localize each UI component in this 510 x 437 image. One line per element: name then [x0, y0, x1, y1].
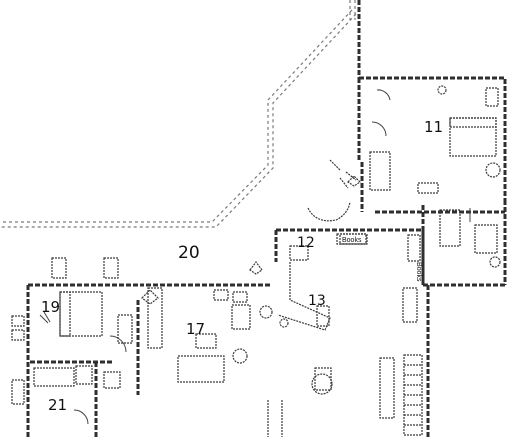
room-label-21: 21 [48, 396, 67, 414]
open-area-boundary [0, 0, 357, 228]
books-side-label: Books [415, 262, 422, 282]
room-17-furniture [147, 287, 333, 437]
room-11-furniture [369, 85, 501, 194]
room-label-17: 17 [186, 320, 205, 338]
books-label: Books [342, 237, 362, 244]
room-label-20: 20 [178, 243, 200, 263]
room-19-walls [26, 283, 140, 437]
room-12-13-walls [140, 228, 430, 437]
stair-run [379, 354, 423, 436]
room-label-12: 12 [297, 235, 315, 251]
room-label-19: 19 [41, 298, 60, 316]
room-19-furniture [11, 257, 133, 353]
room-12-13-furniture [259, 233, 421, 331]
room-11-walls [357, 76, 507, 287]
room-label-13: 13 [308, 293, 326, 309]
room-label-11: 11 [424, 118, 443, 136]
bath-area [439, 208, 501, 268]
staircase [307, 159, 357, 222]
plant-icons [141, 175, 361, 305]
room-21-furniture [11, 365, 121, 425]
